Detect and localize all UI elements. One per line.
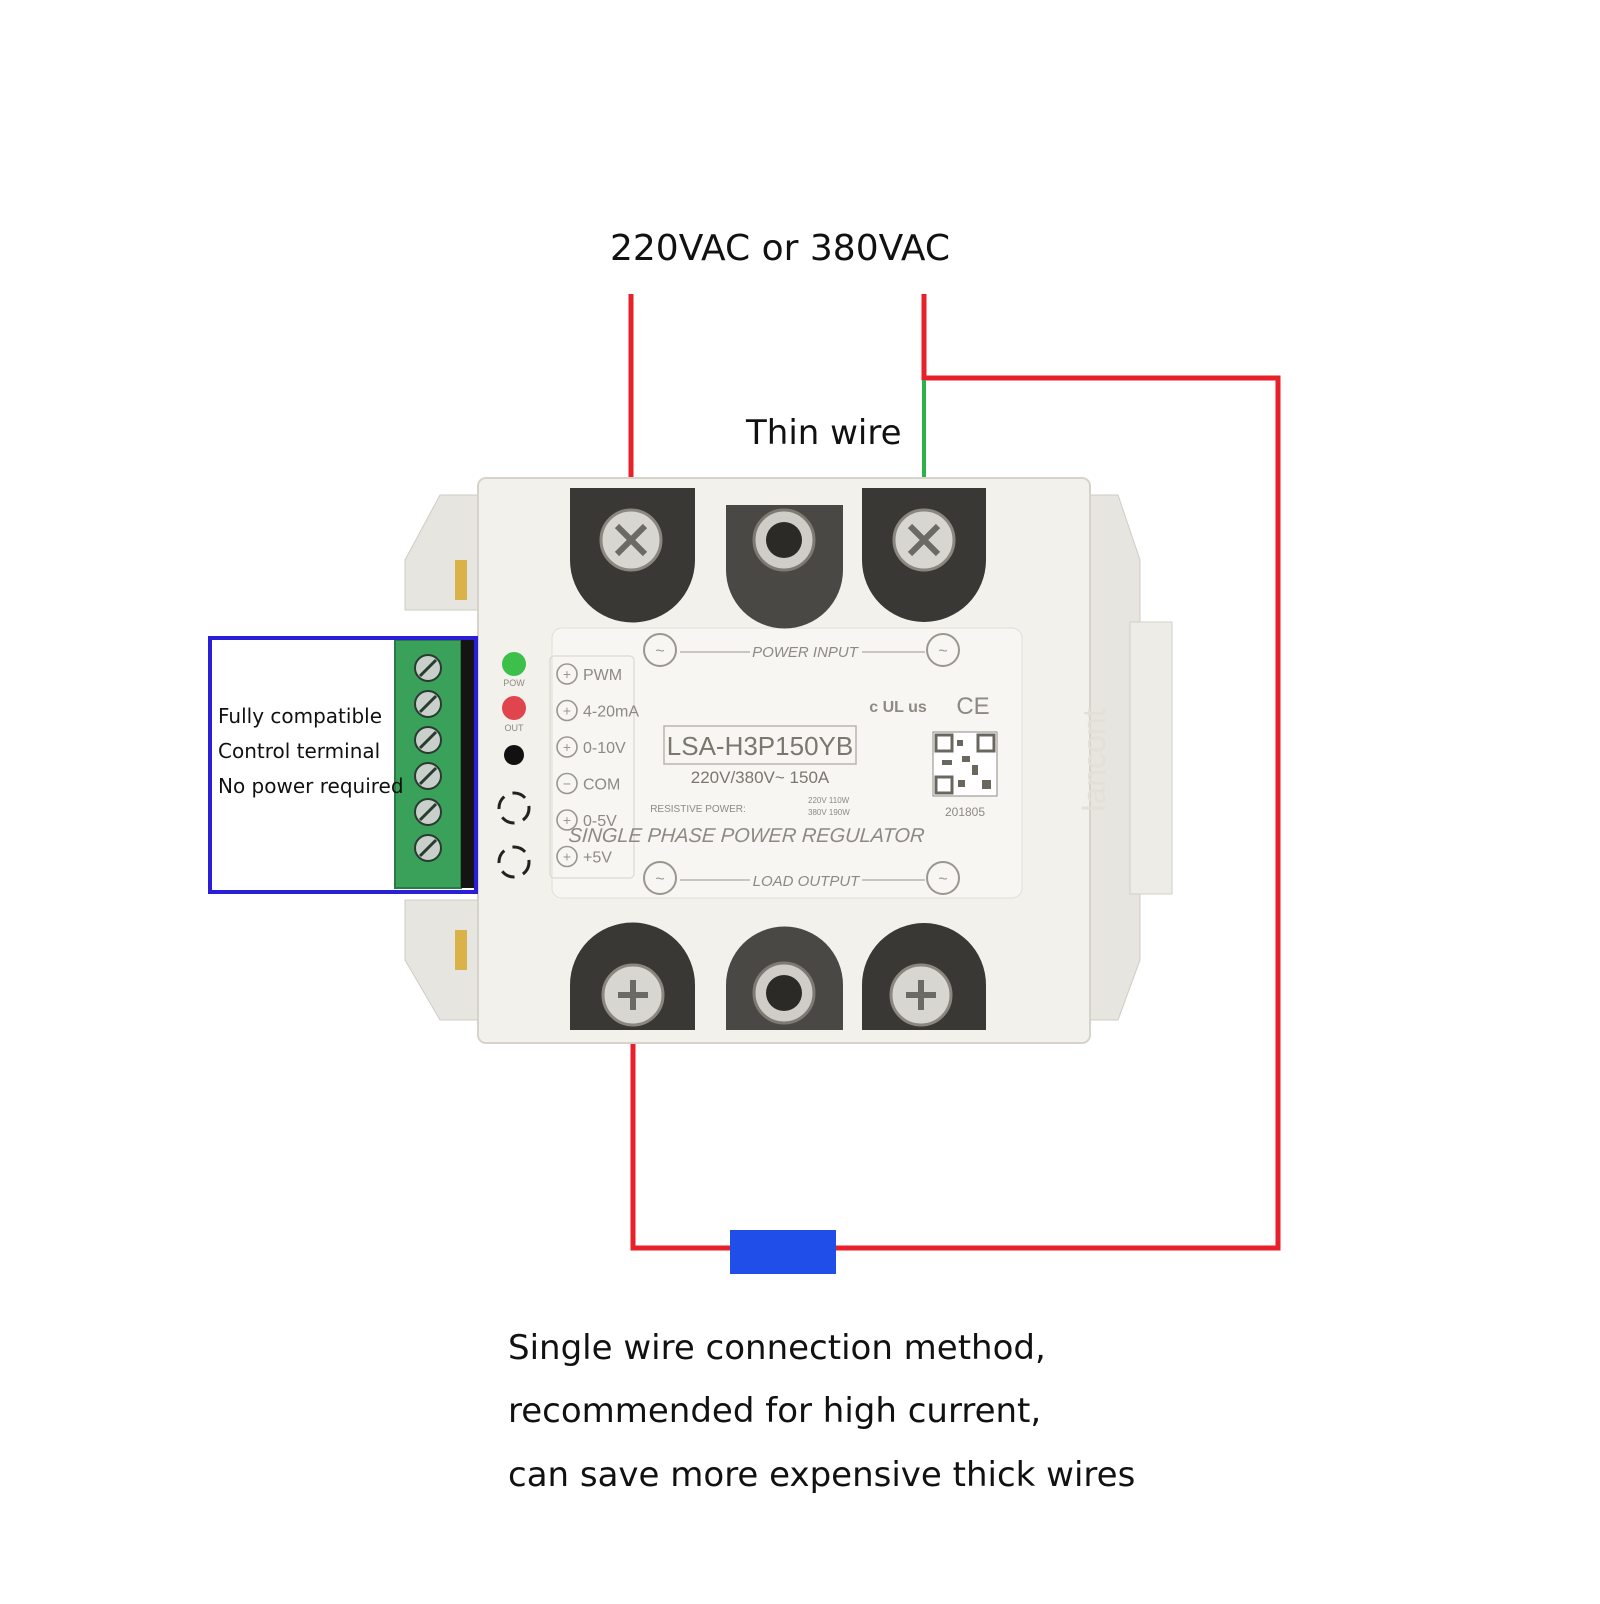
svg-text:~: ~ [938, 871, 947, 888]
input-signal-row: + +5V [556, 845, 612, 868]
top-terminals [570, 488, 986, 629]
input-signal-row: +0-10V [556, 736, 626, 758]
load-output-row: ~ LOAD OUTPUT ~ [643, 861, 960, 895]
resistive-power-label: RESISTIVE POWER: [650, 804, 746, 815]
control-note-no-power: No power required [218, 774, 404, 798]
led-pow-label: POW [503, 678, 525, 688]
brand-vertical: lancont [1076, 708, 1112, 811]
thin-wire-label: Thin wire [746, 413, 902, 453]
model-number: LSA-H3P150YB [667, 731, 853, 761]
screw-slot [418, 730, 438, 750]
indicator-dot [504, 745, 524, 765]
signal-polarity-icon [556, 845, 578, 868]
signal-polarity-icon [556, 772, 578, 795]
power-input-row: ~ POWER INPUT ~ [643, 633, 960, 667]
resistive-power-380: 380V 190W [808, 808, 850, 817]
footer-line-3: can save more expensive thick wires [508, 1455, 1136, 1495]
bottom-terminals [570, 922, 986, 1030]
led-out-icon [502, 696, 526, 720]
supply-voltage-label: 220VAC or 380VAC [610, 228, 951, 269]
control-note-terminal: Control terminal [218, 739, 381, 763]
screw-slot [418, 802, 438, 822]
signal-polarity-icon [556, 663, 578, 685]
signal-polarity-icon [556, 809, 578, 831]
input-signal-row: −COM [556, 772, 620, 795]
input-signals: +PWM+4-20mA+0-10V−COM+0-5V++5V [556, 663, 639, 868]
qr-code-icon [932, 731, 998, 797]
ul-mark-icon: c UL us [869, 699, 927, 716]
regulator-type: SINGLE PHASE POWER REGULATOR [568, 825, 925, 847]
supply-wire-right [834, 294, 1281, 1251]
wires [628, 294, 1281, 1274]
signal-label: 4-20mA [583, 704, 639, 721]
signal-polarity-sign: + [563, 849, 571, 865]
rating: 220V/380V~ 150A [691, 768, 830, 787]
input-signal-row: +4-20mA [556, 699, 639, 722]
screw-slot [418, 694, 438, 714]
led-out-label: OUT [505, 723, 525, 733]
control-terminal-block [394, 639, 477, 889]
potentiometer-icon [497, 791, 531, 879]
signal-label: 0-5V [583, 813, 617, 830]
svg-text:~: ~ [655, 871, 664, 888]
svg-text:~: ~ [655, 643, 664, 660]
signal-label: COM [583, 777, 620, 794]
resistive-power-220: 220V 110W [808, 796, 850, 805]
led-pow-icon [502, 652, 526, 676]
footer-line-2: recommended for high current, [508, 1391, 1042, 1431]
power-input-label: POWER INPUT [752, 644, 860, 661]
footer-line-1: Single wire connection method, [508, 1328, 1046, 1368]
ce-mark-icon: CE [956, 693, 989, 720]
date-code: 201805 [945, 805, 985, 819]
current-transformer-icon [730, 1230, 836, 1274]
signal-polarity-sign: + [563, 703, 571, 719]
signal-polarity-icon [556, 699, 578, 722]
signal-polarity-sign: + [563, 812, 571, 828]
load-output-label: LOAD OUTPUT [753, 873, 862, 890]
signal-label: 0-10V [583, 740, 626, 757]
signal-polarity-sign: − [563, 776, 571, 792]
input-signal-row: +0-5V [556, 809, 617, 831]
signal-polarity-sign: + [563, 739, 571, 755]
signal-polarity-sign: + [563, 666, 571, 682]
screw-slot [418, 766, 438, 786]
signal-label: PWM [583, 667, 622, 684]
screw-slot [418, 658, 438, 678]
screw-slot [418, 838, 438, 858]
control-note-compatible: Fully compatible [218, 704, 383, 728]
input-signal-row: + PWM [556, 663, 622, 685]
signal-label: +5V [583, 850, 612, 867]
signal-polarity-icon [556, 736, 578, 758]
load-wire [630, 1030, 730, 1251]
input-signal-list [549, 655, 635, 879]
control-terminal-highlight [208, 636, 478, 894]
svg-text:~: ~ [938, 643, 947, 660]
regulator-device: ~ POWER INPUT ~ ~ LOAD OUTPUT ~ + PWM +4-2… [404, 477, 1173, 1044]
